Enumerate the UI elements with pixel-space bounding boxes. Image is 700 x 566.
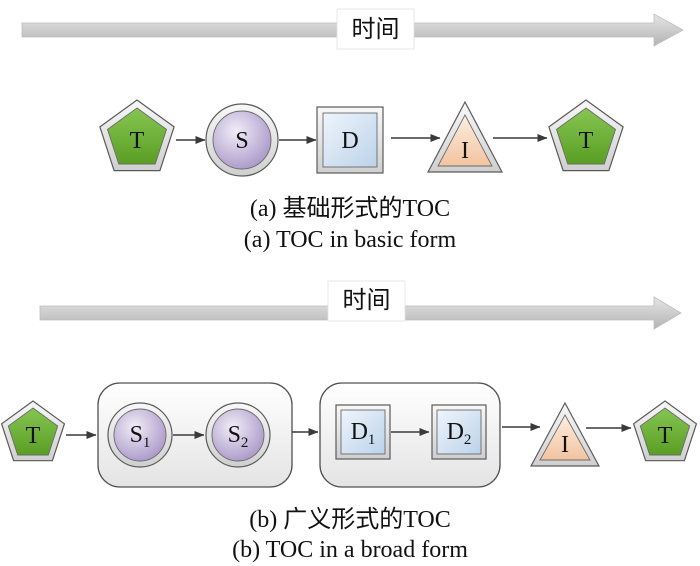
node-t-start-a: T xyxy=(99,99,175,172)
square-inner xyxy=(436,409,482,455)
node-label: D xyxy=(341,128,358,154)
timeline-a: 时间 xyxy=(21,8,684,50)
timeline-label-b: 时间 xyxy=(343,287,391,314)
caption-a-zh: (a) 基础形式的TOC xyxy=(250,195,450,222)
node-label: T xyxy=(579,128,594,154)
circle-inner xyxy=(211,408,265,462)
pentagon-inner xyxy=(555,107,617,165)
square-inner xyxy=(340,409,386,455)
node-s1-b: S1 xyxy=(107,402,173,468)
node-d-a: D xyxy=(316,106,384,174)
node-t-end-a: T xyxy=(548,99,624,172)
circle-inner xyxy=(212,110,272,170)
node-label-subscript: 2 xyxy=(241,435,249,451)
triangle-inner xyxy=(539,414,591,461)
node-label: I xyxy=(561,432,569,458)
group-d-b: D1 D2 xyxy=(319,382,501,488)
pentagon-inner xyxy=(106,107,168,165)
row-a-basic-form: T S D I T xyxy=(99,99,624,177)
node-label: D2 xyxy=(447,419,472,448)
node-s2-b: S2 xyxy=(205,402,271,468)
node-label: D1 xyxy=(351,419,376,448)
node-label: S xyxy=(235,128,248,154)
caption-a-en: (a) TOC in basic form xyxy=(244,227,457,253)
triangle-inner xyxy=(437,114,493,167)
node-label: S2 xyxy=(228,422,249,451)
node-label: T xyxy=(26,423,41,449)
pentagon-inner xyxy=(639,407,691,456)
node-d2-b: D2 xyxy=(431,404,487,460)
node-label: S1 xyxy=(130,422,151,451)
timeline-label-box-a xyxy=(336,8,415,50)
node-i-a: I xyxy=(427,100,503,173)
node-s-a: S xyxy=(205,103,279,177)
node-i-b: I xyxy=(529,401,601,467)
circle-inner xyxy=(113,408,167,462)
node-label: I xyxy=(461,138,469,164)
node-d1-b: D1 xyxy=(335,404,391,460)
node-label-main: D xyxy=(447,419,464,445)
row-b-broad-form: T S1 S2 D1 xyxy=(0,382,698,488)
square-inner xyxy=(322,112,378,168)
timeline-b: 时间 xyxy=(39,280,682,330)
timeline-label-a: 时间 xyxy=(352,16,400,43)
node-label: T xyxy=(658,423,673,449)
pentagon-inner xyxy=(7,407,59,456)
node-label-main: S xyxy=(130,422,143,448)
caption-b-zh: (b) 广义形式的TOC xyxy=(249,506,451,533)
node-label-subscript: 1 xyxy=(368,432,376,448)
node-label-subscript: 2 xyxy=(464,432,472,448)
group-s-b: S1 S2 xyxy=(97,382,293,488)
node-t-start-b: T xyxy=(0,400,66,462)
timeline-label-box-b xyxy=(327,280,406,322)
node-label: T xyxy=(130,128,145,154)
node-label-subscript: 1 xyxy=(143,435,151,451)
node-label-main: S xyxy=(228,422,241,448)
node-label-main: D xyxy=(351,419,368,445)
node-t-end-b: T xyxy=(632,400,698,462)
caption-b-en: (b) TOC in a broad form xyxy=(232,537,468,563)
